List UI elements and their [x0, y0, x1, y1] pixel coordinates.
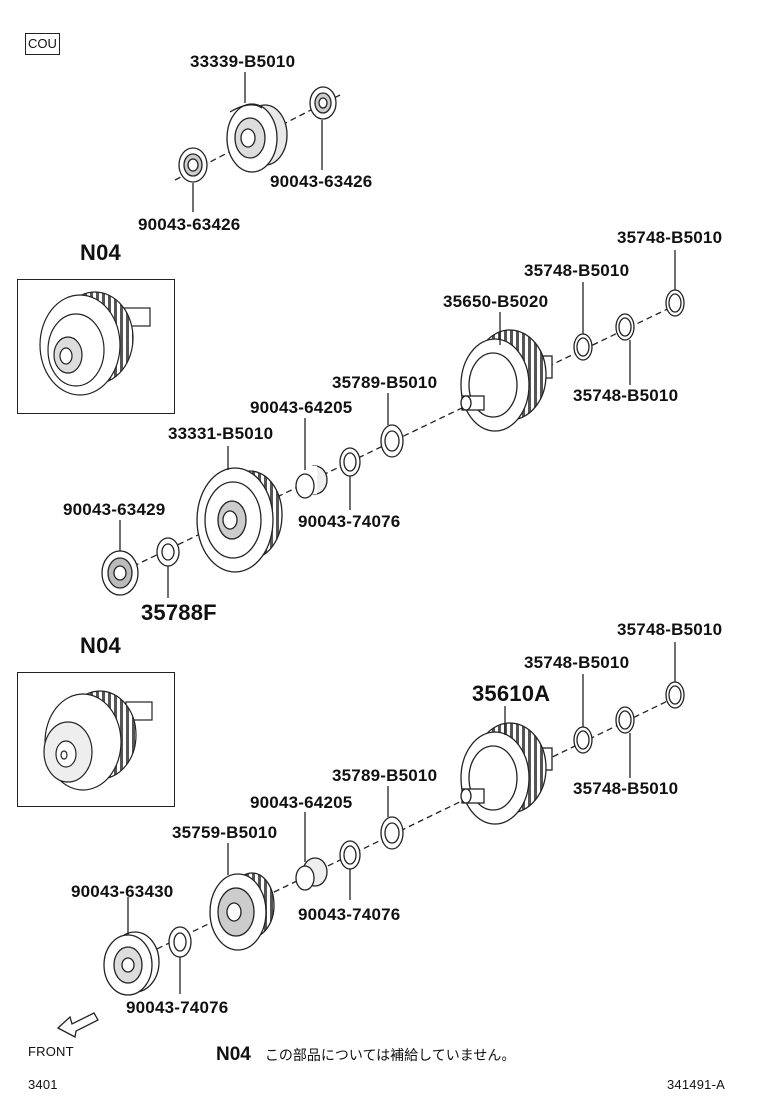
bearing-90043-63426-right: [309, 86, 337, 120]
gear-33331-B5010: [196, 467, 283, 573]
part-label: 35748-B5010: [617, 228, 723, 247]
washer-90043-74076: [339, 447, 361, 477]
footnote-code: N04: [216, 1044, 251, 1065]
snap-ring-35748-B5010-b: [615, 313, 635, 341]
part-label: 35759-B5010: [172, 823, 278, 842]
inset-box-2: [17, 672, 175, 807]
part-label: 90043-63430: [71, 882, 174, 901]
inset-box-1: [17, 279, 175, 414]
gear-35759-B5010: [209, 872, 275, 951]
bearing-90043-63429: [101, 550, 139, 596]
bearing-90043-63430: [103, 931, 160, 996]
inset-carrier-illustration-2: [43, 690, 153, 791]
part-label: 33331-B5010: [168, 424, 274, 443]
part-label: 35610A: [472, 681, 551, 706]
part-label: 35748-B5010: [573, 779, 679, 798]
washer-35789-B5010: [380, 424, 404, 458]
snap-ring-35748-B5010-c: [665, 289, 685, 317]
snap-ring-35748-B5010-f: [665, 681, 685, 709]
part-label: 35789-B5010: [332, 766, 438, 785]
part-label: 35748-B5010: [524, 261, 630, 280]
washer-90043-74076-front: [168, 926, 192, 958]
part-label: 90043-63426: [270, 172, 373, 191]
part-label: 35788F: [141, 600, 217, 625]
part-label: 35650-B5020: [443, 292, 549, 311]
bearing-90043-63426-left: [178, 147, 208, 183]
washer-35789-B5010-lower: [380, 816, 404, 850]
part-label: 90043-64205: [250, 793, 353, 812]
snap-ring-35748-B5010-e: [615, 706, 635, 734]
front-arrow-icon: [56, 1012, 99, 1038]
part-label: 33339-B5010: [190, 52, 296, 71]
part-label: 35748-B5010: [573, 386, 679, 405]
part-label: 90043-64205: [250, 398, 353, 417]
part-label: 90043-63426: [138, 215, 241, 234]
inset-carrier-illustration-1: [39, 291, 151, 396]
part-label: 90043-74076: [298, 905, 401, 924]
footer-left-code: 3401: [28, 1077, 58, 1092]
part-label: 90043-63429: [63, 500, 166, 519]
bushing-90043-64205: [295, 465, 328, 499]
bushing-90043-64205-lower: [295, 857, 328, 891]
footnote-text: この部品については補給していません。: [264, 1048, 516, 1064]
footnote: N04 この部品については補給していません。: [216, 1044, 515, 1066]
snap-ring-35748-B5010-d: [573, 726, 593, 754]
front-label: FRONT: [28, 1044, 74, 1059]
inset-label-1: N04: [80, 240, 121, 265]
footer-right-code: 341491-A: [667, 1077, 725, 1092]
part-label: 90043-74076: [126, 998, 229, 1017]
part-label: 35748-B5010: [524, 653, 630, 672]
part-label: 35789-B5010: [332, 373, 438, 392]
carrier-35650-B5020: [460, 329, 553, 432]
part-label: 35748-B5010: [617, 620, 723, 639]
part-label: 90043-74076: [298, 512, 401, 531]
gear-33339-B5010: [226, 103, 288, 173]
carrier-35610A: [460, 722, 553, 825]
inset-label-2: N04: [80, 633, 121, 658]
washer-35788F: [156, 537, 180, 567]
model-tag: COU: [25, 33, 60, 55]
snap-ring-35748-B5010-a: [573, 333, 593, 361]
washer-90043-74076-lower: [339, 840, 361, 870]
